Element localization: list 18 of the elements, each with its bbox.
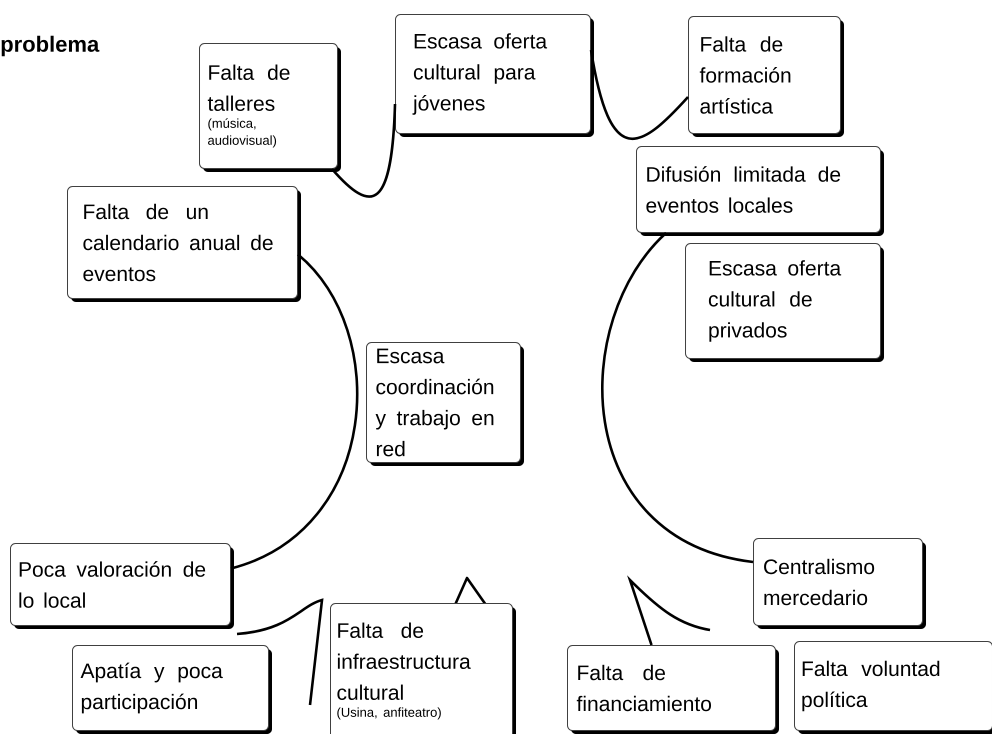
cause-box: Difusión limitada de eventos locales xyxy=(636,146,884,236)
connector-line xyxy=(590,50,689,140)
cause-box: Centralismo mercedario xyxy=(753,538,926,629)
connector-line xyxy=(331,104,396,198)
cause-box: Falta de un calendario anual de eventos xyxy=(67,186,301,302)
connector-line xyxy=(230,254,358,570)
title: problema xyxy=(2,36,100,56)
cause-box: Escasa oferta cultural de privados xyxy=(685,243,884,362)
cause-box: Apatía y poca participación xyxy=(72,645,272,734)
cause-box: Poca valoración de lo local xyxy=(10,543,234,629)
cause-box: Falta de infraestructura cultural (Usina, anfiteatro) xyxy=(330,603,516,734)
cause-box: Falta de talleres (música, audiovisual) xyxy=(199,43,341,172)
cause-box: Falta de financiamiento xyxy=(567,645,780,734)
cause-box: Escasa oferta cultural para jóvenes xyxy=(395,14,594,137)
cause-box: Falta de formación artística xyxy=(688,16,844,137)
problem-box: Escasa coordinación y trabajo en red xyxy=(366,342,524,466)
connector-line xyxy=(601,232,754,564)
cause-box: Falta voluntad política xyxy=(794,641,992,734)
